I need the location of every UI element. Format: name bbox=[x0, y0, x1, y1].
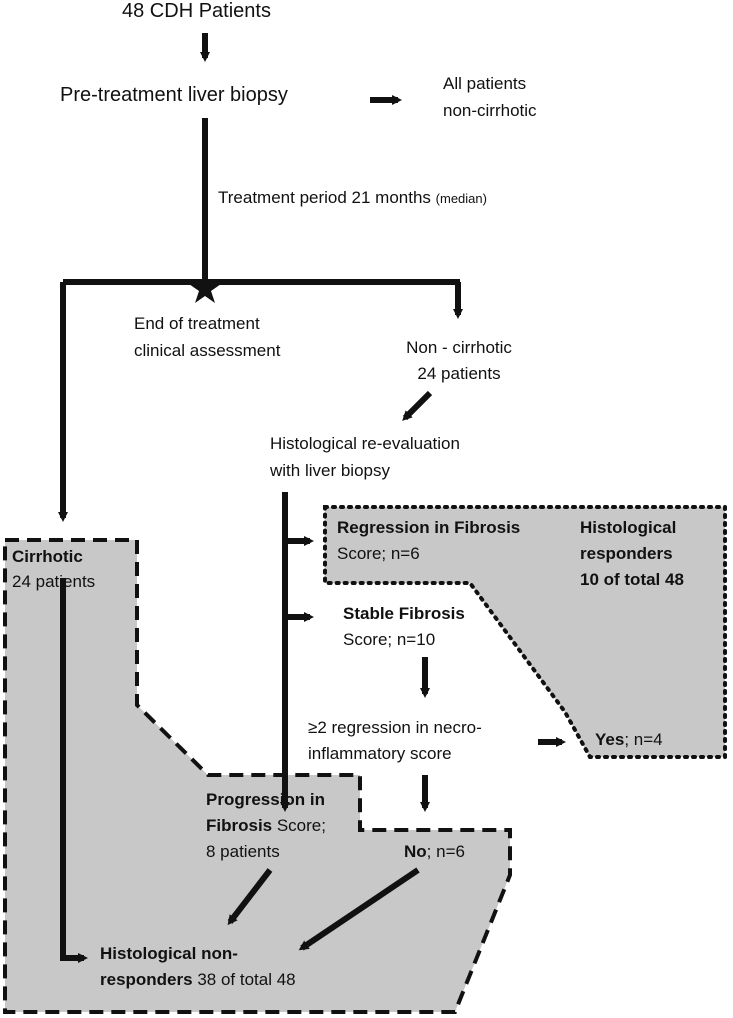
nonresp-rest-2: 38 of total 48 bbox=[192, 970, 296, 989]
necro-label-1: ≥2 regression in necro- bbox=[308, 718, 482, 737]
regression-label-1: Regression in Fibrosis bbox=[337, 518, 521, 537]
progression-bold-2: Fibrosis bbox=[206, 816, 273, 835]
arrow-cirrhotic-to-nonresp bbox=[60, 578, 88, 963]
stable-label-1: Stable Fibrosis bbox=[343, 604, 465, 623]
progression-rest-2: Score; bbox=[272, 816, 326, 835]
nonresp-bold-2: responders bbox=[100, 970, 193, 989]
treatment-main: Treatment period 21 months bbox=[218, 188, 431, 207]
necro-label-2: inflammatory score bbox=[308, 744, 452, 763]
progression-label-1: Progression in bbox=[206, 790, 326, 809]
regression-label-2: Score; n=6 bbox=[337, 544, 420, 563]
nonresp-label-2: responders 38 of total 48 bbox=[100, 970, 296, 990]
treatment-period-label: Treatment period 21 months (median) bbox=[218, 188, 487, 208]
no-label: No; n=6 bbox=[404, 842, 465, 862]
yes-label: Yes; n=4 bbox=[595, 730, 663, 750]
progression-label-3: 8 patients bbox=[206, 842, 280, 861]
treatment-median: (median) bbox=[435, 191, 487, 206]
noncirrhotic-label: non-cirrhotic bbox=[443, 101, 537, 120]
progression-label-2: Fibrosis Score; bbox=[206, 816, 326, 836]
arrow-to-reeval bbox=[402, 390, 433, 421]
no-bold: No bbox=[404, 842, 427, 861]
all-patients-label: All patients bbox=[443, 74, 527, 93]
biopsy-label: Pre-treatment liver biopsy bbox=[60, 84, 288, 106]
noncirr-branch-label-2: 24 patients bbox=[417, 364, 501, 383]
yes-rest: ; n=4 bbox=[624, 730, 663, 749]
yes-bold: Yes bbox=[595, 730, 625, 749]
cirrhotic-label-2: 24 patients bbox=[12, 572, 96, 591]
responders-label-3: 10 of total 48 bbox=[580, 570, 684, 589]
responders-region bbox=[323, 505, 727, 759]
reeval-label-1: Histological re-evaluation bbox=[270, 434, 460, 453]
branch-star-icon bbox=[189, 272, 221, 303]
no-rest: ; n=6 bbox=[426, 842, 465, 861]
nonresp-label-1: Histological non- bbox=[100, 944, 238, 963]
stable-label-2: Score; n=10 bbox=[343, 630, 436, 649]
responders-label-1: Histological bbox=[580, 518, 677, 537]
cirrhotic-label-1: Cirrhotic bbox=[12, 547, 83, 566]
eot-label-2: clinical assessment bbox=[134, 341, 281, 360]
noncirr-branch-label-1: Non - cirrhotic bbox=[406, 338, 512, 357]
arrow-progression-to-nonresp bbox=[227, 868, 273, 926]
eot-label-1: End of treatment bbox=[134, 314, 260, 333]
reeval-label-2: with liver biopsy bbox=[270, 461, 390, 480]
arrow-no-to-nonresp bbox=[298, 867, 420, 951]
patients-label: 48 CDH Patients bbox=[122, 0, 271, 22]
responders-label-2: responders bbox=[580, 544, 673, 563]
